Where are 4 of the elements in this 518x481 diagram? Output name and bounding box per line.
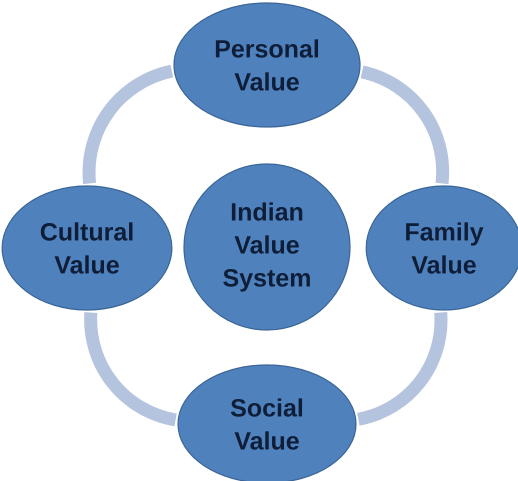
ring-arc [356,312,448,426]
ring-arc [82,64,174,184]
ring-arc [84,312,178,426]
ring-arc [360,66,450,184]
